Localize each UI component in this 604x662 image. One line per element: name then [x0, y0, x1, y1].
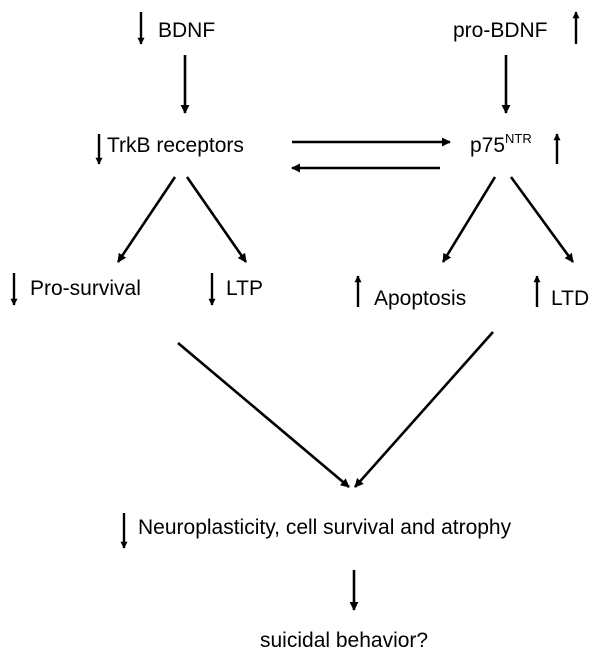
- arrow-trkb-to-ltp: [185, 176, 248, 263]
- node-bdnf: BDNF: [158, 19, 216, 42]
- arrow-p75-to-apoptosis: [441, 176, 497, 263]
- arrow-right-to-outcome: [354, 331, 494, 488]
- node-outcome: Neuroplasticity, cell survival and atrop…: [138, 516, 512, 539]
- node-trkb-receptors: TrkB receptors: [107, 134, 244, 157]
- node-final: suicidal behavior?: [260, 629, 429, 652]
- node-ltd: LTD: [551, 287, 590, 310]
- arrow-p75-to-ltd: [509, 176, 575, 263]
- node-ltp: LTP: [226, 277, 263, 300]
- p75-base-text: p75: [470, 134, 506, 157]
- node-pro-survival: Pro-survival: [30, 277, 141, 300]
- node-apoptosis: Apoptosis: [374, 287, 467, 310]
- node-pro-bdnf: pro-BDNF: [453, 19, 548, 42]
- arrow-left-to-outcome: [177, 342, 350, 488]
- arrow-trkb-to-prosurvival: [116, 176, 177, 263]
- node-p75ntr: p75NTR: [470, 132, 532, 157]
- p75-superscript: NTR: [505, 131, 532, 146]
